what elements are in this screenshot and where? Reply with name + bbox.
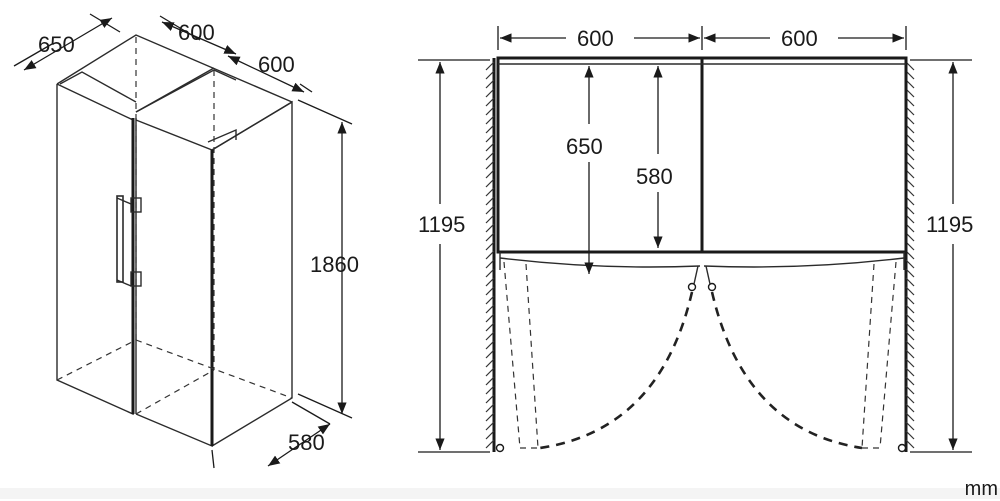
wall-hatch-line: [905, 304, 915, 314]
wall-hatch-line: [485, 358, 495, 368]
wall-hatch-line: [485, 142, 495, 152]
wall-hatch-line: [485, 268, 495, 278]
wall-hatch-line: [485, 151, 495, 161]
wall-hatch-line: [485, 187, 495, 197]
iso-dim-width-top-left: 600: [159, 15, 237, 55]
wall-hatch-line: [485, 124, 495, 134]
plan-dim-clearance-left: 1195: [418, 59, 490, 453]
wall-hatch-line: [485, 196, 495, 206]
wall-hatch-line: [485, 97, 495, 107]
wall-hatch-line: [485, 241, 495, 251]
wall-hatch-line: [905, 376, 915, 386]
wall-hatch-line: [905, 295, 915, 305]
wall-hatch-line: [485, 331, 495, 341]
wall-hatch-line: [485, 295, 495, 305]
wall-hatch-line: [905, 430, 915, 440]
wall-hatch-line: [905, 349, 915, 359]
iso-dim-depth-top: 650: [13, 13, 121, 71]
wall-hatch-line: [485, 376, 495, 386]
wall-hatch-line: [485, 385, 495, 395]
iso-width-top-left-label: 600: [178, 20, 215, 45]
wall-hatch-line: [905, 286, 915, 296]
wall-hatch-line: [485, 286, 495, 296]
plan-depth-open-label: 650: [566, 134, 603, 159]
iso-width-top-right-label: 600: [258, 52, 295, 77]
wall-hatch-line: [485, 313, 495, 323]
door-swing-arc-left: [539, 291, 694, 450]
wall-hatch-line: [485, 214, 495, 224]
footer-strip: [0, 488, 1000, 499]
wall-hatch-line: [485, 322, 495, 332]
wall-hatch-line: [485, 232, 495, 242]
wall-hatch-line: [485, 340, 495, 350]
plan-width-right-label: 600: [781, 26, 818, 51]
wall-hatch-line: [485, 205, 495, 215]
wall-hatch-line: [905, 268, 915, 278]
iso-depth-bottom-label: 580: [288, 430, 325, 455]
wall-hatch-line: [485, 367, 495, 377]
plan-clearance-right-label: 1195: [926, 212, 973, 237]
plan-fridge-body: [495, 56, 908, 453]
iso-dim-height: 1860: [297, 99, 359, 419]
wall-hatch-line: [905, 367, 915, 377]
iso-depth-top-label: 650: [38, 32, 75, 57]
wall-hatch-line: [905, 340, 915, 350]
iso-dim-depth-bottom: 580: [211, 401, 331, 469]
wall-hatch-line: [905, 313, 915, 323]
wall-hatch-line: [905, 421, 915, 431]
wall-hatch-line: [485, 160, 495, 170]
isometric-fridge: [56, 34, 293, 448]
open-door-left: [503, 261, 539, 449]
unit-label: mm: [964, 478, 998, 500]
plan-dim-widths: 600 600: [497, 26, 907, 51]
wall-hatch-line: [905, 385, 915, 395]
wall-hatch-line: [485, 61, 495, 71]
wall-hatch-line: [485, 178, 495, 188]
wall-hatch-line: [905, 358, 915, 368]
plan-dim-clearance-right: 1195: [910, 59, 973, 453]
door-swing-arc-right: [710, 291, 863, 450]
wall-hatch-line: [485, 421, 495, 431]
wall-hatch-line: [485, 439, 495, 449]
wall-hatch-line: [485, 88, 495, 98]
wall-hatch-line: [485, 412, 495, 422]
wall-hatch-line: [485, 250, 495, 260]
wall-hatch-line: [905, 439, 915, 449]
wall-hatch-line: [485, 79, 495, 89]
plan-depth-body-label: 580: [636, 164, 673, 189]
iso-dim-width-top-right: 600: [227, 52, 313, 93]
wall-hatch-line: [905, 277, 915, 287]
wall-hatch-line: [485, 70, 495, 80]
wall-hatch-line: [485, 277, 495, 287]
wall-hatch-line: [485, 115, 495, 125]
plan-width-left-label: 600: [577, 26, 614, 51]
plan-dim-depths: 650 580: [566, 66, 673, 274]
wall-hatch-line: [485, 106, 495, 116]
wall-hatch-line: [485, 349, 495, 359]
wall-hatch-line: [905, 322, 915, 332]
wall-hatch-line: [905, 259, 915, 269]
wall-hatch-line: [485, 430, 495, 440]
wall-hatch-line: [485, 259, 495, 269]
wall-hatch-line: [485, 304, 495, 314]
open-door-right: [861, 261, 897, 449]
iso-height-label: 1860: [310, 252, 359, 277]
wall-hatch-line: [485, 223, 495, 233]
wall-hatch-line: [905, 403, 915, 413]
wall-hatch-line: [485, 394, 495, 404]
wall-hatch-line: [905, 394, 915, 404]
wall-hatch-line: [905, 412, 915, 422]
wall-hatch-line: [485, 169, 495, 179]
wall-hatch-line: [485, 133, 495, 143]
wall-left: [485, 58, 496, 452]
wall-hatch-line: [485, 403, 495, 413]
wall-hatch-line: [905, 331, 915, 341]
plan-clearance-left-label: 1195: [418, 212, 465, 237]
